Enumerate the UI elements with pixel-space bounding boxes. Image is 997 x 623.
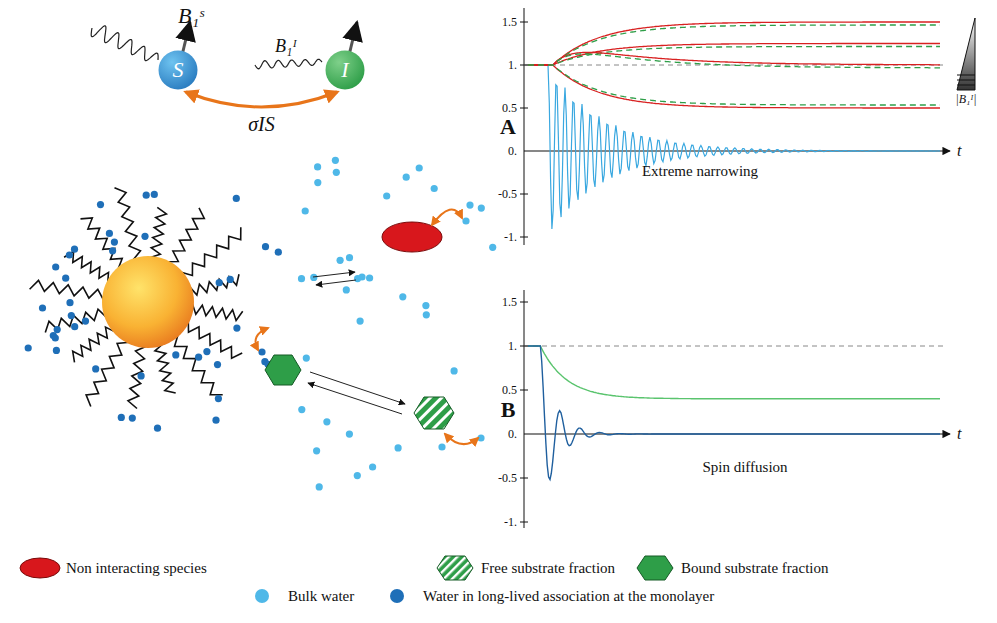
tick-label: 0. — [508, 144, 517, 159]
legend-swatch — [18, 554, 62, 582]
axis-label: t — [957, 142, 961, 160]
tick-label: 1.5 — [502, 15, 517, 30]
spin-label: I — [325, 50, 365, 90]
legend-swatch — [433, 554, 477, 582]
field-label: B₁ˢ — [178, 3, 204, 29]
legend-swatch — [633, 554, 677, 582]
panel-letter: B — [501, 397, 516, 423]
legend-swatch — [240, 582, 284, 610]
tick-label: -1. — [504, 230, 517, 245]
tick-label: 0.5 — [502, 383, 517, 398]
tick-label: 1. — [508, 58, 517, 73]
tick-label: 0.5 — [502, 101, 517, 116]
tick-label: -1. — [504, 515, 517, 530]
tick-label: 0. — [508, 427, 517, 442]
legend-text: Bulk water — [288, 588, 354, 605]
spin-sphere: I — [325, 50, 365, 90]
tick-label: -0.5 — [498, 187, 517, 202]
legend-text: Non interacting species — [66, 560, 207, 577]
field-label: B₁ᴵ — [275, 36, 297, 57]
coupling-arrow — [186, 92, 337, 107]
panel-letter: A — [500, 114, 516, 140]
panel-title: Spin diffusion — [702, 459, 787, 476]
tick-label: -0.5 — [498, 471, 517, 486]
coupling-label: σIS — [248, 113, 275, 136]
legend-text: Free substrate fraction — [481, 560, 615, 577]
field-label: |B₁ᴵ| — [955, 92, 976, 107]
legend-text: Water in long-lived association at the m… — [423, 588, 714, 605]
legend-text: Bound substrate fraction — [681, 560, 828, 577]
spin-label: S — [158, 50, 198, 90]
tick-label: 1. — [508, 339, 517, 354]
panel-title: Extreme narrowing — [642, 163, 758, 180]
axis-label: t — [957, 425, 961, 443]
legend-swatch — [375, 582, 419, 610]
spin-sphere: S — [158, 50, 198, 90]
tick-label: 1.5 — [502, 295, 517, 310]
